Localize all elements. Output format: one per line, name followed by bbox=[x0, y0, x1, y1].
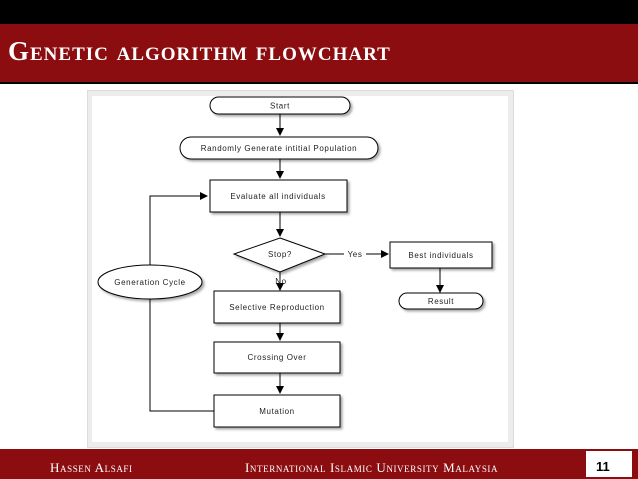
top-bar bbox=[0, 0, 638, 24]
node-selective-label: Selective Reproduction bbox=[229, 303, 324, 312]
node-crossing-label: Crossing Over bbox=[248, 353, 307, 362]
node-stop bbox=[232, 237, 327, 273]
node-crossing bbox=[213, 341, 341, 374]
page-number-box bbox=[586, 451, 632, 477]
node-evaluate bbox=[209, 179, 348, 213]
footer-author: Hassen Alsafi bbox=[50, 460, 133, 475]
node-stop-label: Stop? bbox=[268, 250, 292, 259]
node-generate-label: Randomly Generate intitial Population bbox=[201, 144, 358, 153]
node-evaluate-label: Evaluate all individuals bbox=[230, 192, 325, 201]
edge-label-no: No bbox=[275, 277, 286, 286]
footer-organization: International Islamic University Malaysi… bbox=[245, 460, 499, 475]
edge-generation-loop bbox=[149, 192, 214, 412]
footer-band bbox=[0, 449, 638, 479]
title-rule bbox=[0, 82, 638, 84]
node-best-label: Best individuals bbox=[408, 251, 473, 260]
title-band bbox=[0, 24, 638, 82]
node-best bbox=[389, 241, 493, 269]
node-selective bbox=[213, 290, 341, 324]
node-mutation bbox=[213, 394, 341, 428]
edge-label-yes-bg bbox=[344, 249, 366, 259]
page-number: 11 bbox=[596, 459, 610, 474]
node-mutation-label: Mutation bbox=[259, 407, 294, 416]
edge-label-yes: Yes bbox=[348, 250, 363, 259]
slide-title: Genetic algorithm flowchart bbox=[8, 36, 391, 66]
node-result-label: Result bbox=[428, 297, 454, 306]
node-result bbox=[398, 292, 484, 310]
node-start-label: Start bbox=[270, 102, 290, 111]
node-generate bbox=[179, 136, 379, 160]
node-cycle-label: Generation Cycle bbox=[114, 278, 185, 287]
node-start bbox=[209, 96, 351, 115]
node-cycle bbox=[97, 264, 203, 300]
